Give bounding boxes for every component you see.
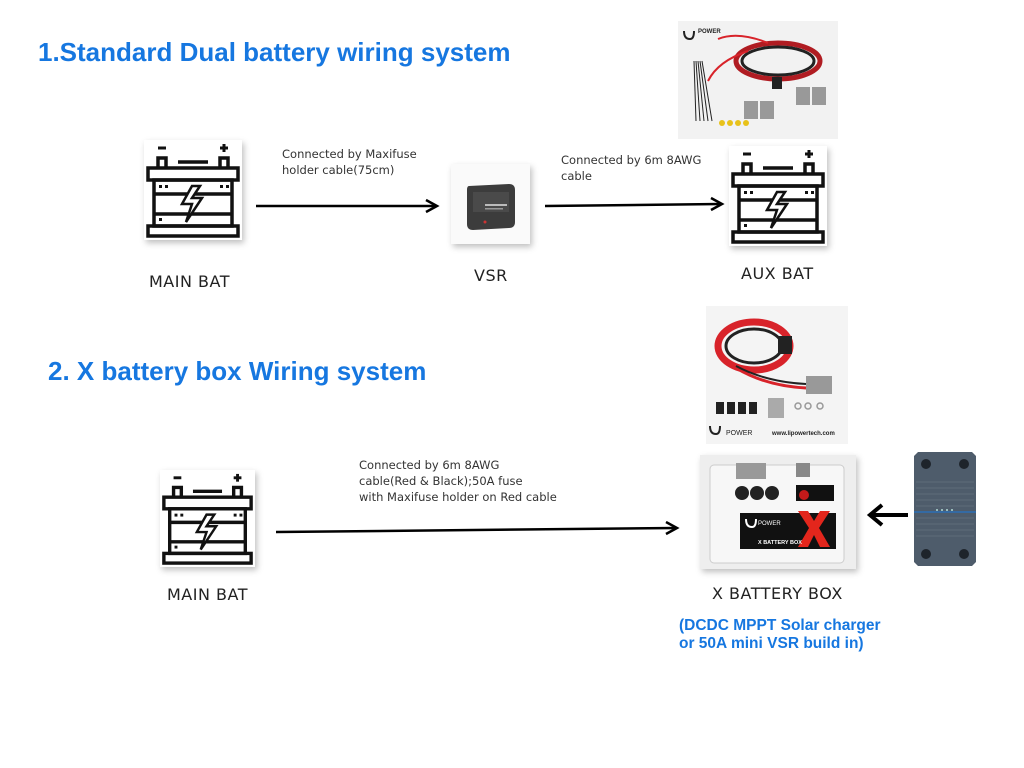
section2-main-bat-label: MAIN BAT (167, 585, 248, 604)
aux-battery-tile (729, 146, 827, 246)
connection1-note: Connected by Maxifuse holder cable(75cm) (282, 147, 417, 177)
charger-arrow (866, 503, 910, 527)
battery-icon (731, 150, 825, 244)
x-box-print-label: X BATTERY BOX (758, 540, 802, 546)
connection1-arrow (256, 198, 442, 214)
section2-main-battery-tile (160, 470, 255, 567)
dcdc-charger-illustration (914, 452, 976, 566)
battery-icon (146, 144, 240, 238)
x-battery-box-note: (DCDC MPPT Solar charger or 50A mini VSR… (679, 617, 881, 652)
kit2-url: www.lipowertech.com (772, 431, 835, 437)
wiring-kit-illustration (678, 21, 838, 139)
cable-kit-illustration (706, 306, 848, 444)
x-battery-box-label: X BATTERY BOX (712, 584, 843, 603)
section1-title: 1.Standard Dual battery wiring system (38, 37, 511, 67)
main-bat-label: MAIN BAT (149, 272, 230, 291)
connection2-note: Connected by 6m 8AWG cable (561, 153, 702, 183)
battery-icon (162, 473, 253, 565)
vsr-relay-image (451, 164, 530, 244)
kit-brand-label: POWER (698, 29, 721, 35)
x-battery-box-illustration (700, 455, 856, 569)
main-battery-tile (144, 140, 242, 240)
vsr-label: VSR (474, 266, 508, 285)
connection2-arrow (545, 196, 727, 212)
wiring-kit-image-2: POWER www.lipowertech.com (706, 306, 848, 444)
section2-connection-arrow (276, 521, 684, 539)
aux-bat-label: AUX BAT (741, 264, 814, 283)
wiring-kit-image-1: POWER (678, 21, 838, 139)
x-box-brand-label: POWER (758, 521, 781, 527)
dcdc-charger-image (914, 452, 976, 566)
section2-title: 2. X battery box Wiring system (48, 356, 427, 386)
section2-connection-note: Connected by 6m 8AWG cable(Red & Black);… (359, 458, 557, 504)
x-battery-box-image: POWER X BATTERY BOX (700, 455, 856, 569)
vsr-tile (451, 164, 530, 244)
kit2-brand-label: POWER (726, 430, 753, 437)
